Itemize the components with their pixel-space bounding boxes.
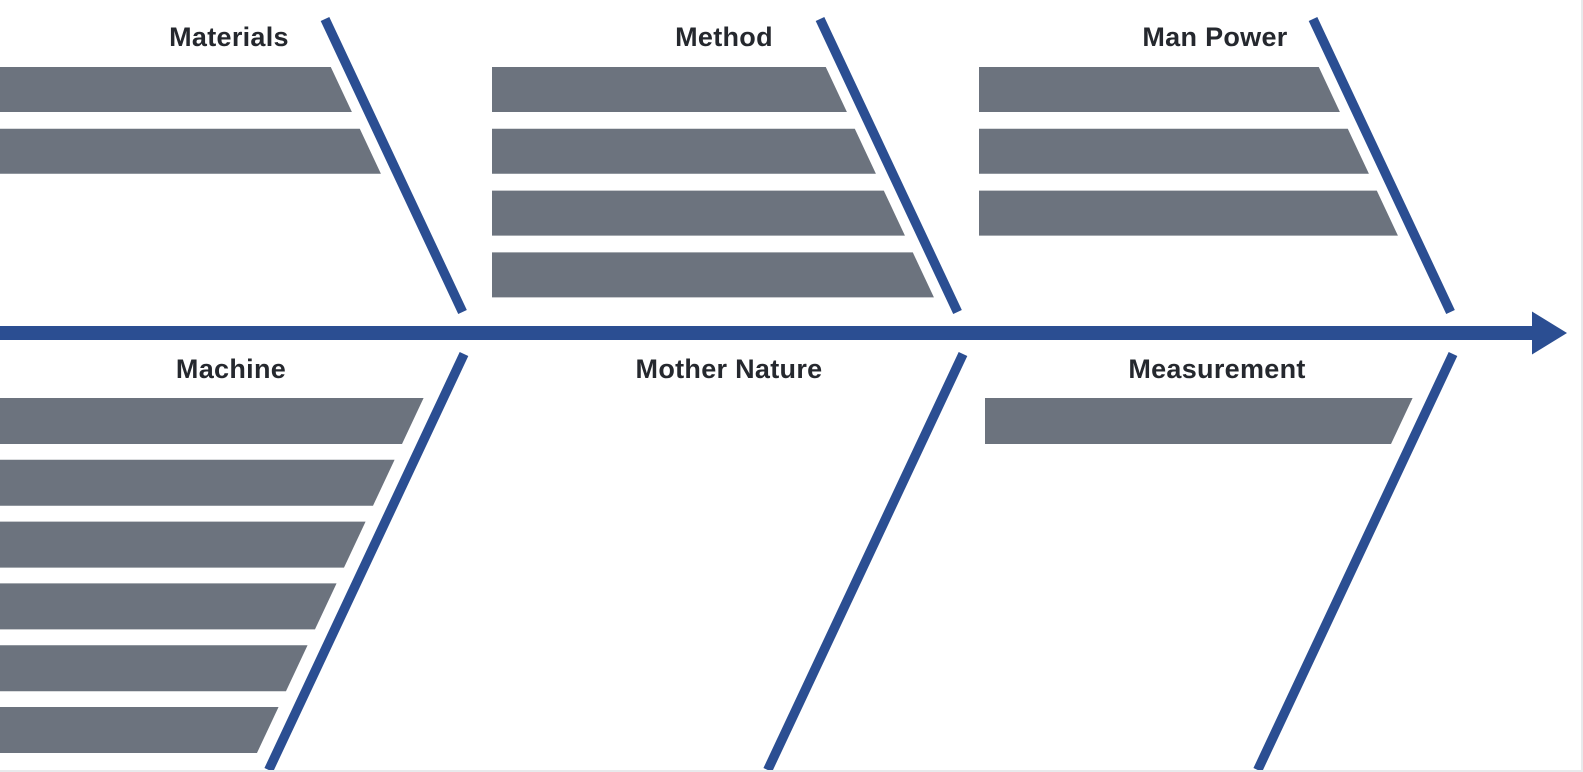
cause-bar-man-power-2: [979, 128, 1369, 174]
screenshot-right-border: [1581, 0, 1583, 772]
bone-mother-nature: [763, 351, 968, 772]
cause-bar-machine-1: [0, 398, 424, 444]
cause-bar-man-power-1: [979, 67, 1340, 112]
spine-arrowhead: [1532, 311, 1567, 355]
cause-bar-machine-6: [0, 707, 279, 753]
category-label-materials: Materials: [169, 22, 289, 52]
cause-bar-materials-1: [0, 67, 352, 112]
cause-bar-man-power-3: [979, 190, 1398, 236]
bone-method: [815, 16, 962, 315]
category-label-measurement: Measurement: [1128, 354, 1305, 384]
spine-line: [0, 326, 1538, 340]
cause-bar-machine-4: [0, 583, 337, 630]
bone-man-power: [1308, 16, 1455, 315]
screenshot-bottom-border: [0, 770, 1583, 772]
cause-bar-machine-2: [0, 459, 395, 506]
cause-bar-measurement-1: [985, 398, 1413, 444]
bone-machine: [264, 351, 469, 772]
category-label-man-power: Man Power: [1142, 22, 1287, 52]
bone-measurement: [1253, 351, 1458, 772]
category-label-method: Method: [675, 22, 773, 52]
cause-bar-machine-5: [0, 645, 308, 692]
cause-bar-method-1: [492, 67, 847, 112]
category-label-mother-nature: Mother Nature: [636, 354, 823, 384]
cause-bar-method-4: [492, 252, 934, 298]
bone-materials: [320, 16, 467, 315]
cause-bar-method-2: [492, 128, 876, 174]
cause-bar-method-3: [492, 190, 905, 236]
category-label-machine: Machine: [176, 354, 286, 384]
cause-bar-machine-3: [0, 521, 366, 568]
cause-bar-materials-2: [0, 128, 381, 174]
